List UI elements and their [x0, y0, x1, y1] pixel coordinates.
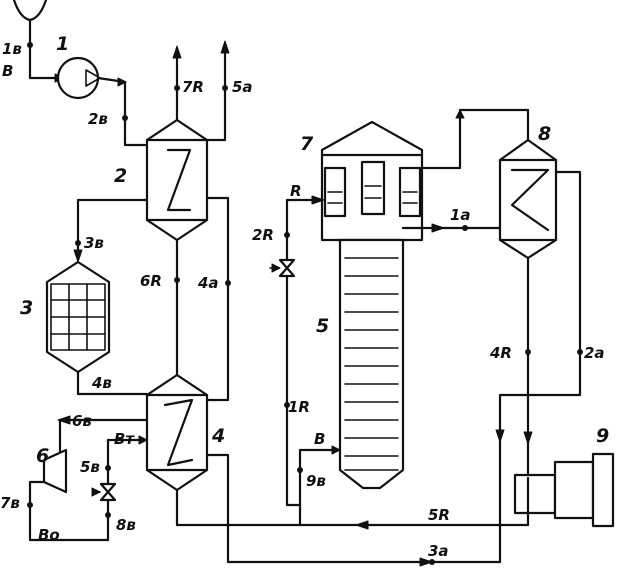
label-stream-4v: 4в [91, 374, 112, 392]
label-stream-8v: 8в [116, 516, 136, 534]
column-5 [338, 238, 405, 490]
label-stream-7r: 7R [182, 78, 204, 96]
label-equipment-4: 4 [211, 425, 225, 447]
heat-exchanger-4 [145, 373, 502, 567]
label-equipment-1: 1 [56, 33, 69, 55]
label-stream-v-o: Во [38, 526, 60, 544]
unit-9 [498, 452, 615, 564]
label-equipment-5: 5 [316, 315, 329, 337]
label-equipment-9: 9 [596, 425, 609, 447]
label-stream-2r: 2R [252, 226, 274, 244]
label-stream-6v: 6в [72, 412, 92, 430]
label-equipment-8: 8 [538, 123, 551, 145]
heat-exchanger-2 [145, 40, 230, 242]
label-stream-2a: 2a [584, 344, 605, 362]
piping-2-3-4 [73, 196, 231, 402]
label-stream-5v: 5в [80, 458, 100, 476]
reflux-line [269, 195, 342, 527]
pump-1 [56, 56, 147, 147]
label-equipment-6: 6 [36, 445, 49, 467]
label-stream-6r: 6R [140, 272, 162, 290]
label-stream-3a: 3a [428, 542, 449, 560]
label-equipment-3: 3 [20, 297, 33, 319]
label-stream-5a: 5a [232, 78, 253, 96]
expander-6 [27, 415, 149, 542]
label-stream-4a: 4a [197, 274, 219, 292]
throttle-valve-8 [91, 482, 117, 502]
label-stream-3v: 3в [84, 234, 104, 252]
adsorber-3 [45, 260, 149, 396]
label-stream-5r: 5R [428, 506, 450, 524]
heat-exchanger-8 [401, 108, 583, 480]
label-stream-v-in: В [2, 62, 13, 80]
label-equipment-2: 2 [114, 165, 127, 187]
label-stream-4r: 4R [489, 344, 512, 362]
label-stream-1v: 1в [2, 40, 22, 58]
label-stream-1r: 1R [288, 398, 310, 416]
label-stream-9v: 9в [306, 472, 326, 490]
label-equipment-7: 7 [300, 133, 314, 155]
label-stream-7v: 7в [0, 494, 20, 512]
label-stream-2v: 2в [88, 110, 108, 128]
label-stream-v-col: В [314, 430, 325, 448]
label-stream-r-in: R [290, 182, 302, 200]
separation-column-7 [320, 120, 424, 242]
label-stream-v-t: Вт [114, 430, 135, 448]
label-stream-1a: 1a [450, 206, 471, 224]
